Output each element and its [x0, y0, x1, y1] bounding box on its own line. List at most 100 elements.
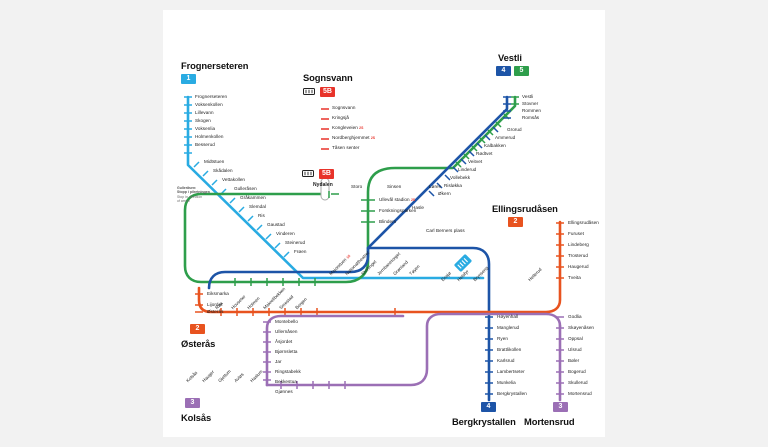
station-label: Munkelia [497, 380, 516, 385]
station-label-carl-berners: Carl Berners plass [426, 228, 465, 233]
station-label: Furuset [568, 231, 584, 236]
station-label: Økern [438, 191, 451, 196]
station-label: Holmenkollen [195, 134, 224, 139]
terminal-bergkrystallen: Bergkrystallen [452, 416, 516, 427]
station-label: Ullernåsen [275, 329, 298, 334]
station-label: Bekkestua [275, 379, 297, 384]
station-label: Rødtvet [476, 151, 493, 156]
note-title: Gulleråsen: [177, 186, 197, 190]
line-badge-4[interactable]: 4 [496, 66, 511, 76]
terminal-kolsas: Kolsås [181, 412, 212, 423]
station-label: Eiksmarka [207, 291, 229, 296]
line-badge-3-south[interactable]: 3 [553, 402, 568, 412]
line-badge-4-south[interactable]: 4 [481, 402, 496, 412]
station-label: Kringsjå [332, 115, 349, 120]
station-label: Bogerud [568, 369, 586, 374]
station-label: Risløkka [444, 183, 463, 188]
line-badge-5b[interactable]: 5B [320, 87, 335, 97]
note-line-no: Stopp i pilretningen [177, 190, 210, 195]
station-label: Grorud [507, 127, 522, 132]
tram-icon [303, 88, 315, 95]
terminal-mortensrud: Mortensrud [524, 416, 575, 427]
station-label: Vinderen [276, 231, 295, 236]
station-label: Godlia [568, 314, 582, 319]
gullerasen-note: Gulleråsen: Stopp i pilretningen Stop in… [177, 186, 210, 203]
station-label: Høyenhall [497, 314, 519, 319]
station-label: Åsjordet [275, 339, 293, 344]
station-label: Voksenlia [195, 126, 216, 131]
station-label: Brattlikollen [497, 347, 522, 352]
station-label: Stovner [522, 101, 539, 106]
line-badge-2-west[interactable]: 2 [190, 324, 205, 334]
station-label: Karlsrud [497, 358, 515, 363]
station-label: Lillevann [195, 110, 214, 115]
station-label: Besserud [195, 142, 215, 147]
station-label-hasle: Hasle [412, 205, 424, 210]
station-label: Trosterud [568, 253, 588, 258]
station-label: Linderud [458, 167, 477, 172]
station-label: Gaustad [267, 222, 285, 227]
line-badge-1[interactable]: 1 [181, 74, 196, 84]
station-label-loren: Løren [429, 184, 442, 189]
station-label: Ulsrud [568, 347, 582, 352]
station-label: Lijordet [207, 302, 223, 307]
station-label: Veitvet [468, 159, 483, 164]
station-label: Bergkrystallen [497, 391, 527, 396]
station-label-blindern: Blindern [379, 219, 397, 224]
station-label: Skådalen [213, 168, 233, 173]
station-label-nydalen: Nydalen [313, 182, 333, 188]
station-label: Lindeberg [568, 242, 589, 247]
station-label-storo: Storo [351, 184, 363, 189]
station-label: Østerås [207, 309, 224, 314]
tram-icon [302, 170, 314, 177]
station-label: Montebello [275, 319, 298, 324]
station-label: Jar [275, 359, 282, 364]
station-label: Mortensrud [568, 391, 592, 396]
station-label: Haugerud [568, 264, 589, 269]
station-label: Rommen [522, 108, 541, 113]
station-label: Tveita [568, 275, 581, 280]
terminal-sognsvann: Sognsvann [303, 72, 353, 83]
transit-map-svg: .l1{stroke:#29abe2;} .l2{stroke:#e8531f;… [183, 95, 564, 402]
station-label: Midtstuen [204, 159, 225, 164]
station-label: Skogen [195, 118, 211, 123]
line-badge-2-east[interactable]: 2 [508, 217, 523, 227]
station-label: Voksenkollen [195, 102, 223, 107]
station-label: Gjønnes [275, 389, 293, 394]
note-line-en: Stop in direction [177, 194, 203, 199]
station-label: Nordberghjemmet 2S [332, 135, 376, 140]
zone-badge: 2S [359, 126, 364, 130]
station-label: Tåsen senter [332, 145, 360, 150]
station-label: Vettakollen [222, 177, 246, 182]
station-label: Frognerseteren [195, 94, 228, 99]
zone-badge: 2S [410, 198, 416, 202]
station-label: Ringstabekk [275, 369, 301, 374]
station-label: Oppsal [568, 336, 583, 341]
line-badge-5b-nydalen[interactable]: 5B [319, 169, 334, 179]
station-label: Bøler [568, 358, 580, 363]
terminal-ellingsrudasen: Ellingsrudåsen [492, 203, 558, 214]
station-label: Steinerud [285, 240, 306, 245]
terminal-vestli: Vestli [498, 52, 522, 63]
station-label: Ryen [497, 336, 508, 341]
station-label: Skøyenåsen [568, 325, 595, 330]
station-label: Ellingsrudåsen [568, 220, 599, 225]
station-label: Skullerud [568, 380, 588, 385]
station-label: Ammerud [495, 135, 516, 140]
station-label: Kongleveien 2S [332, 125, 364, 130]
station-label: Slemdal [249, 204, 266, 209]
terminal-frognerseteren: Frognerseteren [181, 60, 249, 71]
station-label-ullevaal: Ullevål stadion 2S [379, 197, 416, 202]
station-label-forskningsparken: Forskningsparken [379, 208, 417, 213]
line-badge-3-west[interactable]: 3 [185, 398, 200, 408]
terminal-osteras: Østerås [181, 338, 216, 349]
line-badge-5[interactable]: 5 [514, 66, 529, 76]
transit-map-card: .l1{stroke:#29abe2;} .l2{stroke:#e8531f;… [163, 10, 605, 437]
station-label: Gråkammen [240, 195, 266, 200]
station-label: Lambertseter [497, 369, 525, 374]
station-label: Sognsvann [332, 105, 356, 110]
station-label: Bjørnsletta [275, 349, 298, 354]
zone-badge: 2S [370, 136, 376, 140]
station-label: Frøen [294, 249, 307, 254]
